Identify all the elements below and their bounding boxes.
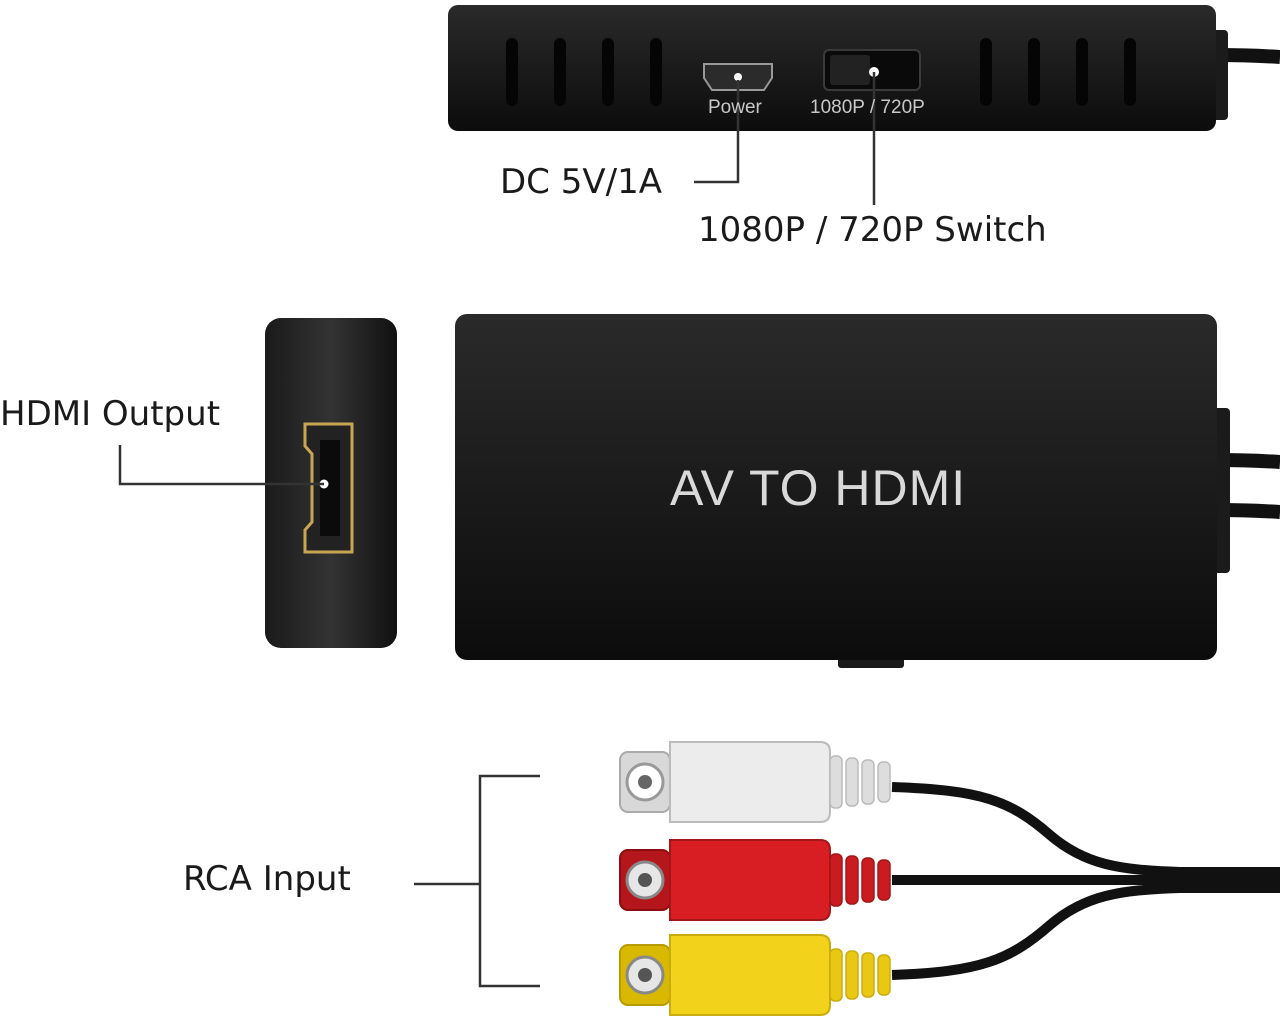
power-port-caption: Power bbox=[708, 97, 762, 118]
resolution-switch-icon bbox=[823, 49, 921, 91]
hdmi-end-view bbox=[265, 318, 397, 648]
top-view-device bbox=[448, 5, 1280, 131]
dc-power-label: DC 5V/1A bbox=[500, 162, 662, 202]
resolution-switch-label: 1080P / 720P Switch bbox=[698, 210, 1047, 250]
device-brand-text: AV TO HDMI bbox=[670, 460, 967, 516]
switch-caption: 1080P / 720P bbox=[810, 97, 925, 118]
rca-plug-red bbox=[619, 839, 891, 921]
main-device-body bbox=[455, 314, 1280, 668]
rca-bracket bbox=[414, 774, 540, 988]
hdmi-port-icon bbox=[303, 422, 354, 554]
rca-cables bbox=[891, 782, 1280, 980]
power-port-icon bbox=[703, 63, 773, 91]
vent-slots-left bbox=[506, 38, 662, 106]
vent-slots-right bbox=[980, 38, 1136, 106]
leader-line-hdmi bbox=[118, 445, 324, 486]
rca-plug-white bbox=[619, 741, 891, 823]
rca-plug-yellow bbox=[619, 934, 891, 1016]
hdmi-output-label: HDMI Output bbox=[0, 394, 221, 434]
leader-lines-top bbox=[694, 72, 876, 205]
rca-input-label: RCA Input bbox=[183, 859, 351, 899]
